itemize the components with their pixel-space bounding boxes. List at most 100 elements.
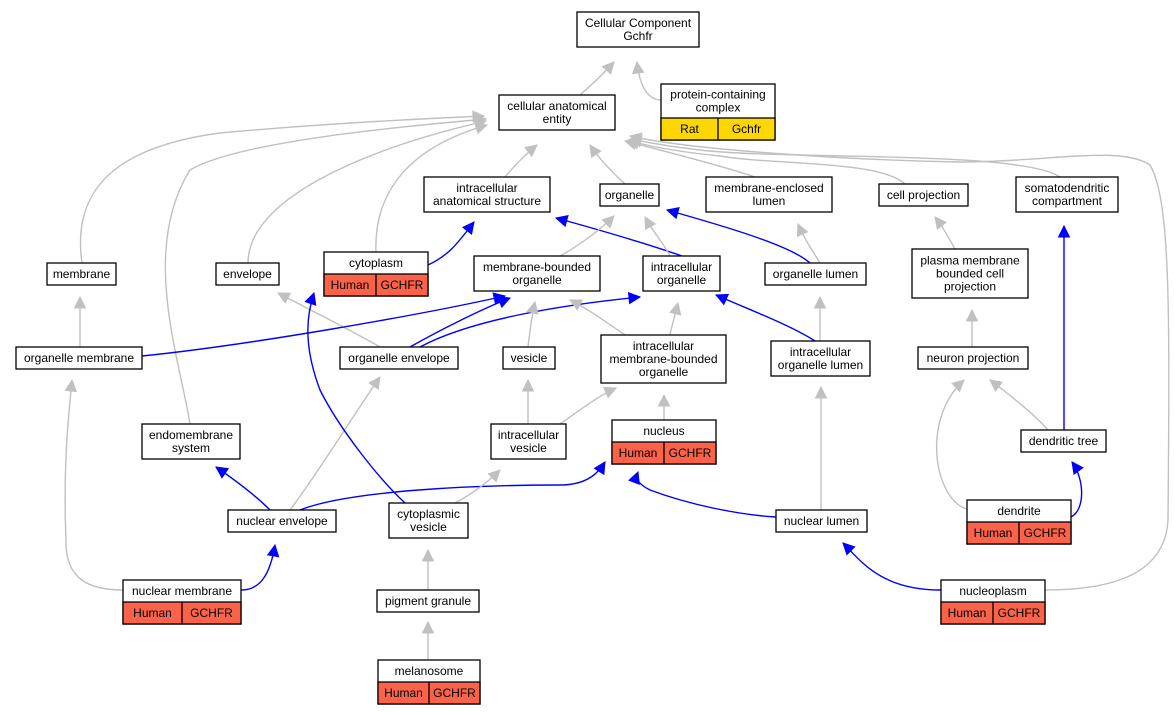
edge-line — [629, 135, 1170, 591]
arrowhead-icon — [842, 542, 856, 556]
edge-line — [375, 124, 488, 253]
node-oe[interactable]: organelle envelope — [339, 346, 459, 370]
node-label: vesicle — [511, 351, 548, 365]
edge-iv-to-imbo — [559, 386, 618, 425]
node-box — [764, 262, 867, 286]
arrowhead-icon — [657, 393, 671, 407]
node-label: envelope — [223, 267, 272, 281]
species-label: Human — [974, 526, 1013, 540]
edge-io-to-organelle — [644, 216, 671, 257]
edge-nl-to-iol — [814, 385, 828, 510]
node-label: membrane-enclosed — [714, 181, 823, 195]
node-box — [339, 346, 459, 370]
node-box — [599, 183, 660, 207]
node-ol[interactable]: organelle lumen — [764, 262, 867, 286]
node-pg[interactable]: pigment granule — [376, 589, 480, 613]
node-label: pigment granule — [385, 594, 471, 608]
node-box — [423, 176, 551, 213]
arrowhead-icon — [474, 122, 489, 135]
node-label: organelle — [512, 273, 562, 287]
node-box — [490, 423, 567, 460]
node-om[interactable]: organelle membrane — [15, 346, 143, 370]
edge-cytoplasm-to-ias — [427, 221, 475, 266]
edge-oe-to-mbo — [409, 296, 512, 348]
node-label: lumen — [753, 194, 786, 208]
edge-line — [666, 209, 811, 264]
node-label: intracellular — [651, 260, 712, 274]
node-label: system — [172, 441, 210, 455]
edge-cv-to-iv — [454, 469, 501, 504]
edge-line — [141, 295, 506, 357]
node-membrane[interactable]: membrane — [46, 262, 117, 286]
edge-line — [79, 115, 485, 264]
edge-ol-to-organelle — [665, 207, 811, 264]
edge-ol-to-mel — [796, 222, 821, 264]
node-box — [1020, 429, 1107, 453]
arrowhead-icon — [461, 221, 475, 235]
node-organelle[interactable]: organelle — [599, 183, 660, 207]
edge-line — [627, 139, 906, 185]
edge-line — [164, 118, 487, 425]
edge-mbo-to-organelle — [559, 215, 615, 257]
arrowhead-icon — [473, 113, 488, 127]
edge-line — [299, 461, 606, 511]
edge-line — [629, 138, 1061, 178]
node-label: nuclear envelope — [236, 514, 328, 528]
node-np[interactable]: neuron projection — [917, 346, 1029, 370]
arrowhead-icon — [524, 144, 538, 158]
node-label: nucleoplasm — [959, 584, 1026, 598]
arrowhead-icon — [496, 296, 512, 309]
node-ne[interactable]: nuclear envelope — [227, 509, 337, 533]
node-box — [502, 346, 556, 370]
arrowhead-icon — [669, 301, 682, 316]
node-label: endomembrane — [149, 428, 233, 442]
edge-nl-to-nucleus — [628, 470, 777, 518]
node-nl[interactable]: nuclear lumen — [775, 509, 868, 533]
node-box — [775, 509, 868, 533]
node-vesicle[interactable]: vesicle — [502, 346, 556, 370]
edge-dendrite-to-np — [935, 379, 968, 510]
node-dt[interactable]: dendritic tree — [1020, 429, 1107, 453]
node-box — [388, 502, 469, 539]
node-envelope[interactable]: envelope — [215, 262, 280, 286]
arrowhead-icon — [521, 378, 535, 392]
arrowhead-icon — [593, 461, 606, 476]
node-cellproj[interactable]: cell projection — [878, 183, 969, 207]
arrowhead-icon — [714, 293, 730, 306]
node-box — [15, 346, 143, 370]
edge-line — [624, 140, 756, 178]
arrowhead-icon — [64, 378, 78, 393]
node-label: organelle — [639, 365, 689, 379]
species-label: Human — [331, 278, 370, 292]
node-label: entity — [543, 112, 572, 126]
node-box — [600, 334, 727, 384]
edge-line — [289, 376, 381, 511]
edge-ne-to-es — [215, 466, 271, 511]
arrowhead-icon — [487, 469, 501, 483]
edge-dendrite-to-dt — [1070, 461, 1084, 518]
arrowhead-icon — [665, 207, 680, 220]
species-label: Rat — [680, 122, 699, 136]
gene-label: GCHFR — [433, 686, 476, 700]
